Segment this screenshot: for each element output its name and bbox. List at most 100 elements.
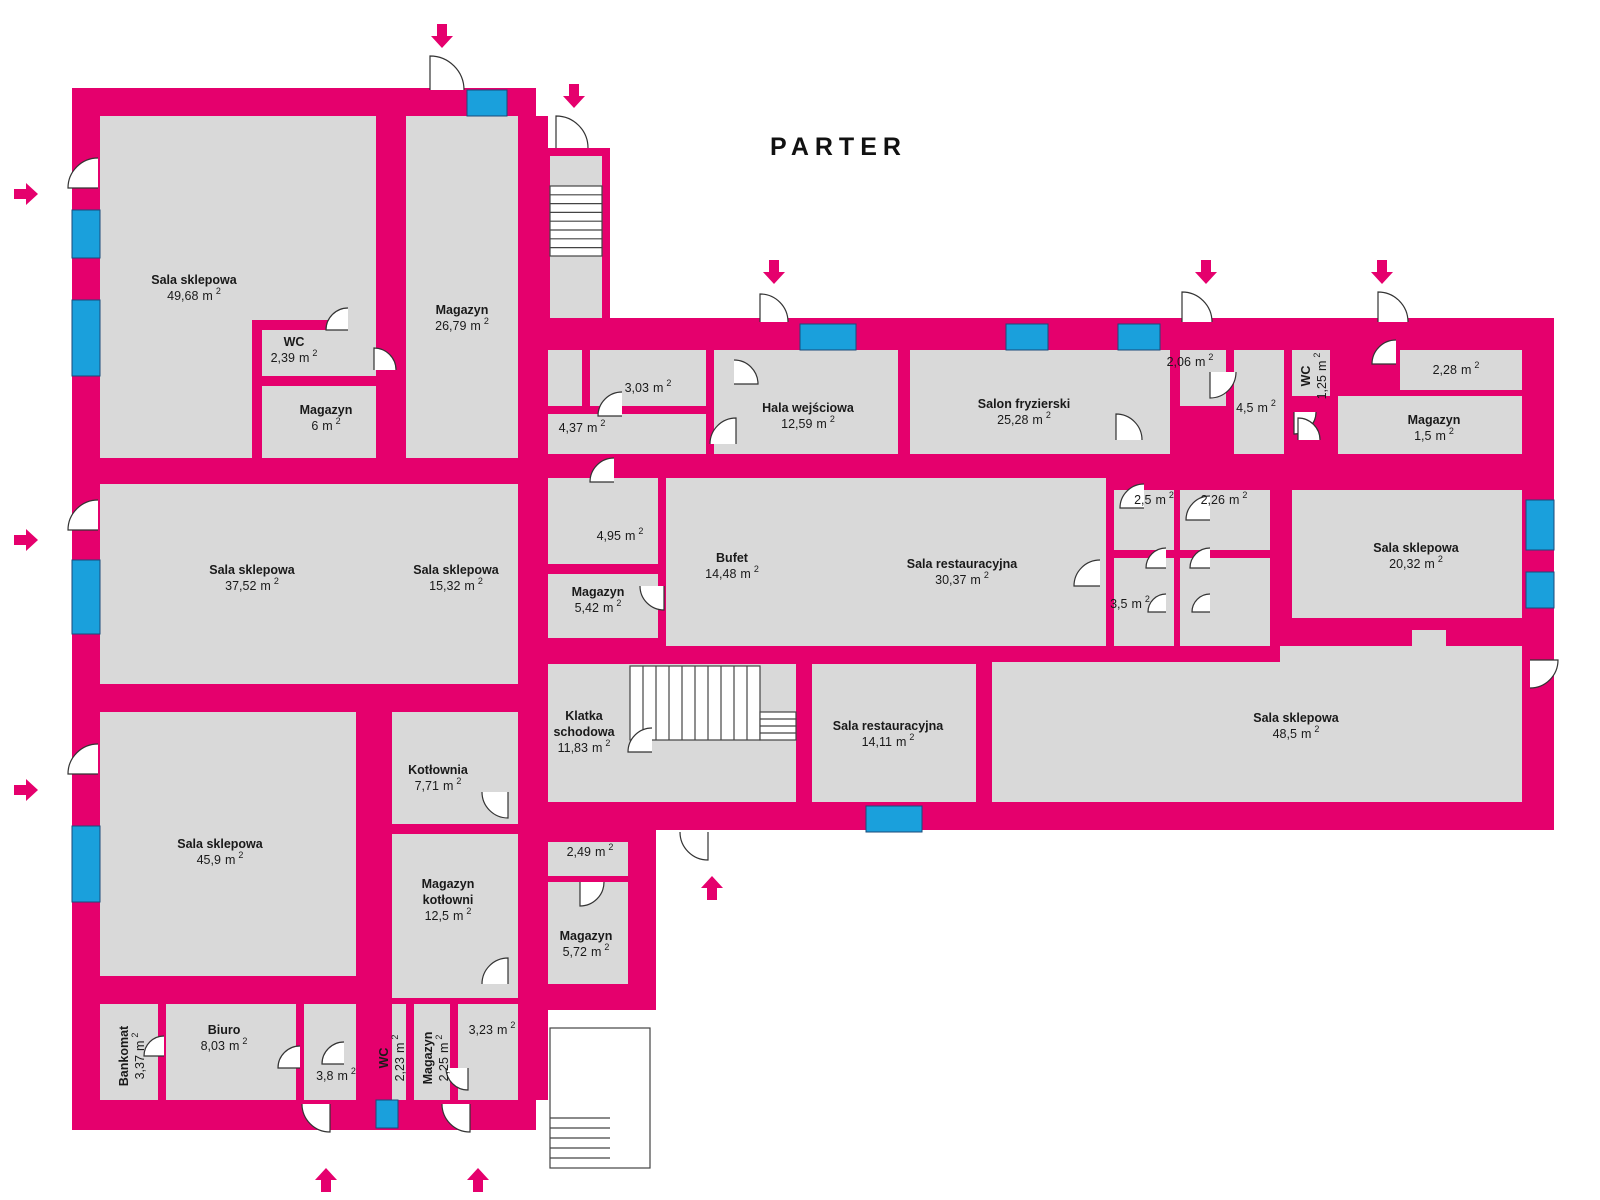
room-name: Sala sklepowa bbox=[1373, 541, 1460, 555]
floor-r27 bbox=[548, 478, 658, 564]
door bbox=[1145, 547, 1167, 569]
area-value: 1,25 bbox=[1315, 375, 1329, 399]
wall-w bbox=[1284, 350, 1292, 454]
area-unit: m bbox=[587, 421, 597, 435]
area-value: 4,37 bbox=[559, 421, 583, 435]
area-exponent: 2 bbox=[466, 906, 471, 916]
area-exponent: 2 bbox=[605, 738, 610, 748]
area-unit: m bbox=[1195, 355, 1205, 369]
room-name: Magazyn bbox=[560, 929, 613, 943]
door-swing bbox=[143, 1035, 165, 1057]
door-swing bbox=[301, 1103, 331, 1133]
door bbox=[67, 743, 99, 775]
area-value: 2,5 bbox=[1134, 493, 1151, 507]
room-area: 1,25m2 bbox=[1312, 353, 1329, 400]
door bbox=[277, 1045, 301, 1069]
area-unit: m bbox=[591, 945, 601, 959]
area-exponent: 2 bbox=[238, 850, 243, 860]
area-exponent: 2 bbox=[336, 416, 341, 426]
door-swing bbox=[1119, 483, 1145, 509]
door bbox=[325, 307, 349, 331]
room-area: 2,23m2 bbox=[390, 1035, 407, 1082]
door-swing bbox=[441, 1103, 471, 1133]
area-unit: m bbox=[1032, 413, 1042, 427]
stair-treads bbox=[550, 194, 796, 1159]
arrow-down-icon bbox=[431, 24, 453, 48]
door-swing bbox=[325, 307, 349, 331]
stairs bbox=[549, 185, 797, 1169]
arrow-up-icon bbox=[467, 1168, 489, 1192]
wall-m bbox=[450, 1004, 458, 1100]
arrow-right-icon bbox=[14, 529, 38, 551]
door-swing bbox=[1115, 413, 1143, 441]
area-exponent: 2 bbox=[1438, 554, 1443, 564]
room-name: Sala sklepowa bbox=[151, 273, 238, 287]
door-swing bbox=[639, 585, 665, 611]
room-name: Bankomat bbox=[117, 1025, 131, 1086]
floor-r2 bbox=[262, 330, 326, 376]
arrow-right-icon bbox=[14, 183, 38, 205]
area-unit: m bbox=[202, 289, 212, 303]
room-name: Kotłownia bbox=[408, 763, 469, 777]
area-unit: m bbox=[896, 735, 906, 749]
door-swing bbox=[597, 391, 623, 417]
floor-r16 bbox=[548, 842, 628, 876]
wall-ah bbox=[1270, 478, 1292, 646]
door bbox=[429, 55, 465, 91]
wall-q bbox=[548, 406, 706, 414]
area-value: 2,25 bbox=[437, 1057, 451, 1081]
window bbox=[1525, 499, 1555, 551]
door-swing bbox=[589, 457, 615, 483]
area-value: 14,11 bbox=[862, 735, 892, 749]
door-swing bbox=[429, 55, 465, 91]
area-unit: m bbox=[625, 529, 635, 543]
area-value: 5,42 bbox=[575, 601, 599, 615]
wall-ae bbox=[1106, 478, 1114, 646]
room-name: kotłowni bbox=[423, 893, 474, 907]
window bbox=[375, 1099, 399, 1129]
area-value: 49,68 bbox=[167, 289, 198, 303]
area-value: 4,95 bbox=[597, 529, 621, 543]
area-value: 2,06 bbox=[1167, 355, 1191, 369]
room-name: Magazyn bbox=[436, 303, 489, 317]
floor-r4 bbox=[406, 116, 518, 472]
area-unit: m bbox=[603, 601, 613, 615]
area-value: 30,37 bbox=[935, 573, 966, 587]
area-value: 4,5 bbox=[1236, 401, 1253, 415]
wall-r bbox=[582, 350, 590, 406]
door bbox=[1147, 593, 1167, 613]
area-exponent: 2 bbox=[434, 1035, 444, 1040]
door bbox=[1115, 413, 1143, 441]
room-name: Sala sklepowa bbox=[209, 563, 296, 577]
door bbox=[1181, 291, 1213, 323]
door-swing bbox=[481, 791, 509, 819]
door bbox=[1119, 483, 1145, 509]
window bbox=[865, 805, 923, 833]
room-name: Magazyn bbox=[300, 403, 353, 417]
room-name: Salon fryzierski bbox=[978, 397, 1070, 411]
area-unit: m bbox=[592, 741, 602, 755]
wall-b bbox=[252, 320, 262, 458]
